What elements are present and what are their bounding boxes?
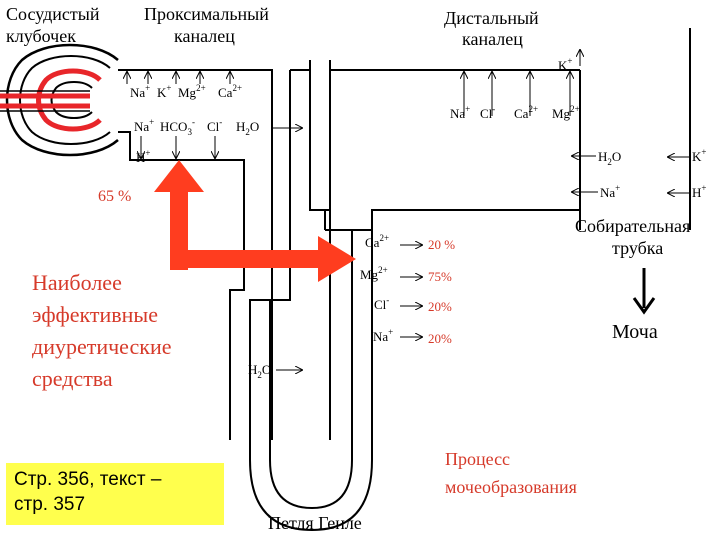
loop-ion-0: Ca2+ (365, 233, 389, 250)
loop-label: Петля Генле (268, 513, 362, 533)
proximal-mid-ion-2: Cl- (207, 117, 222, 134)
loop-ion-3: Na+ (373, 327, 393, 344)
proximal-top-ion-3: Ca2+ (218, 83, 242, 100)
distal-top-ion-0: Na+ (450, 104, 470, 121)
proximal-label-line1: Проксимальный (144, 4, 269, 24)
loop-reabsorption-percent-1: 75% (428, 269, 452, 284)
collecting-k-ion: K+ (692, 147, 706, 164)
glomerulus-label-line2: клубочек (6, 26, 76, 46)
loop-reabsorption-percent-2: 20% (428, 299, 452, 314)
proximal-mid-ion-0: Na+ (134, 117, 154, 134)
distal-k-ion: K+ (558, 56, 572, 73)
proximal-percent: 65 % (98, 188, 131, 205)
proximal-mid-ion-3: H2O (236, 119, 259, 137)
proximal-h-ion: H+ (136, 148, 150, 165)
diuretics-label-line4: средства (32, 366, 113, 391)
glomerulus-label-line1: Сосудистый (6, 4, 100, 24)
collecting-label-line1: Собирательная (575, 216, 690, 236)
ion-labels: Na+K+Mg2+Ca2+Na+HCO3-Cl-H2OH+K+Na+Cl-Ca2… (130, 56, 706, 380)
distal-label-line1: Дистальный (444, 8, 539, 28)
loop-h2o-ion: H2O (248, 362, 271, 380)
proximal-top-ion-1: K+ (157, 83, 171, 100)
distal-top-ion-2: Ca2+ (514, 104, 538, 121)
loop-ion-2: Cl- (374, 295, 389, 312)
distal-top-ion-1: Cl- (480, 104, 495, 121)
diuretic-target-arrow (154, 160, 356, 282)
distal-h2o-ion: H2O (598, 149, 621, 167)
loop-ion-1: Mg2+ (360, 265, 388, 282)
proximal-mid-ion-1: HCO3- (160, 117, 195, 137)
tubule-outline (118, 28, 691, 532)
process-label-line1: Процесс (445, 449, 510, 469)
diuretics-label-line1: Наиболее (32, 270, 122, 295)
collecting-label-line2: трубка (612, 238, 663, 258)
proximal-top-ion-2: Mg2+ (178, 83, 206, 100)
process-label-line2: мочеобразования (445, 477, 577, 497)
loop-reabsorption-percent-0: 20 % (428, 237, 455, 252)
proximal-label-line2: каналец (174, 26, 235, 46)
diuretics-label-line2: эффективные (32, 302, 158, 327)
collecting-h-ion: H+ (692, 183, 706, 200)
distal-label-line2: каналец (462, 29, 523, 49)
glomerulus-graphic (0, 43, 119, 157)
proximal-top-ion-0: Na+ (130, 83, 150, 100)
loop-reabsorption-percent-3: 20% (428, 331, 452, 346)
note-line2: стр. 357 (14, 494, 86, 515)
urine-label: Моча (612, 321, 658, 343)
urine-arrow (632, 268, 656, 315)
transport-arrows (127, 50, 690, 370)
note-line1: Стр. 356, текст – (14, 469, 162, 490)
distal-top-ion-3: Mg2+ (552, 104, 580, 121)
diuretics-label-line3: диуретические (32, 334, 172, 359)
distal-na-ion: Na+ (600, 183, 620, 200)
page-reference-note: Стр. 356, текст – стр. 357 (6, 463, 224, 525)
